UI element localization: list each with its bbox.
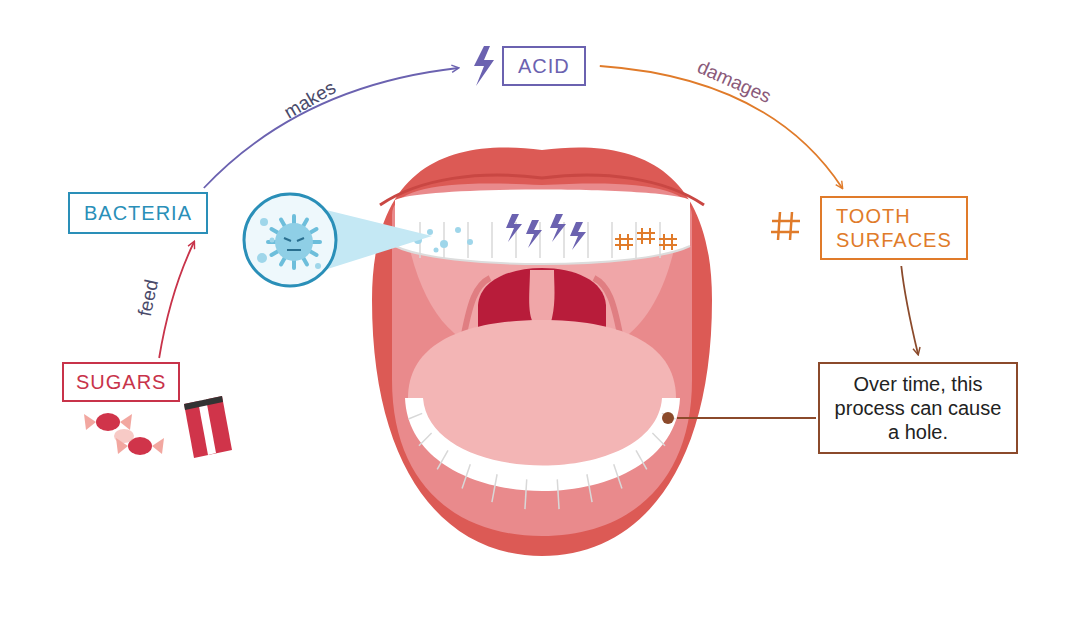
illustration-part [563, 222, 565, 258]
illustration-part [310, 229, 317, 233]
illustration-part [268, 216, 320, 268]
illustration-part [506, 214, 522, 242]
magnifier [244, 194, 432, 286]
illustration-part [659, 234, 677, 250]
illustration-part [303, 219, 307, 226]
hash-symbol [771, 212, 800, 240]
illustration-part [292, 260, 296, 268]
lips [372, 147, 712, 556]
illustration-part [557, 479, 559, 509]
node-text: Over time, this process can cause a hole… [830, 372, 1006, 444]
illustration-part [491, 222, 493, 258]
node-text: BACTERIA [84, 201, 192, 225]
illustration-part [539, 222, 541, 258]
illustration-part [637, 228, 655, 244]
illustration-part [587, 474, 592, 502]
illustration-part [408, 413, 422, 419]
illustration-part [437, 450, 448, 469]
edge-label: feed [133, 278, 162, 319]
illustration-part [271, 251, 278, 255]
illustration-part [419, 433, 432, 446]
damage-hashes [615, 228, 677, 250]
illustration-part [284, 238, 304, 241]
illustration-part [455, 227, 461, 233]
acid-box: ACID [502, 46, 586, 86]
mouth-cavity [392, 183, 692, 536]
illustration-part [526, 220, 542, 248]
illustration-part [677, 417, 816, 419]
illustration-part [652, 433, 665, 446]
illustration-part [420, 222, 660, 258]
illustration-part [662, 412, 674, 424]
cavity-hole [662, 412, 816, 424]
illustration-part [611, 222, 613, 258]
soda-can [184, 396, 232, 458]
lightning-symbol [474, 46, 494, 86]
illustration-part [184, 396, 223, 410]
illustration-part [281, 219, 285, 226]
illustration-part [270, 238, 275, 243]
sugars-box: SUGARS [62, 362, 180, 402]
illustration-part [281, 258, 285, 265]
node-text: SUGARS [76, 370, 166, 394]
illustration-part [636, 450, 647, 469]
illustration-part [771, 212, 800, 240]
illustration-part [310, 251, 317, 255]
note-box: Over time, this process can cause a hole… [818, 362, 1018, 454]
illustration-part [244, 194, 336, 286]
illustration-part [427, 229, 433, 235]
illustration-part [615, 234, 633, 250]
edge-label: makes [280, 76, 339, 123]
illustration-part [467, 239, 473, 245]
illustration-part [529, 270, 554, 329]
illustration-part [635, 222, 637, 258]
illustration-part [184, 396, 232, 458]
illustration-part [198, 399, 216, 455]
illustration-part [260, 218, 268, 226]
bacteria-box: BACTERIA [68, 192, 208, 234]
illustration-part [587, 222, 589, 258]
node-text: ACID [518, 54, 570, 78]
illustration-part [392, 183, 692, 536]
flow-arrow [159, 242, 194, 358]
illustration-part [287, 249, 301, 251]
illustration-part [114, 429, 134, 443]
illustration-part [614, 464, 622, 488]
node-text: TOOTH SURFACES [836, 204, 952, 252]
lower-teeth [405, 398, 680, 509]
illustration-part [257, 253, 267, 263]
illustration-part [550, 214, 566, 242]
illustration-part [96, 413, 120, 431]
candies [84, 413, 164, 455]
illustration-part [492, 474, 497, 502]
illustration-part [275, 223, 313, 261]
illustration-part [292, 216, 296, 224]
upper-teeth [395, 190, 690, 265]
flow-arrow [204, 68, 458, 188]
illustration-part [395, 190, 690, 265]
tooth-surfaces-box: TOOTH SURFACES [820, 196, 968, 260]
illustration-part [312, 240, 320, 244]
plaque-dots [414, 227, 473, 253]
illustration-part [474, 46, 494, 86]
illustration-part [408, 413, 675, 509]
illustration-part [525, 479, 527, 509]
illustration-part [405, 398, 680, 491]
illustration-part [303, 258, 307, 265]
illustration-part [462, 464, 470, 488]
illustration-part [440, 240, 448, 248]
illustration-part [395, 246, 690, 264]
illustration-part [315, 263, 321, 269]
illustration-part [372, 147, 712, 556]
flow-arrow [901, 266, 918, 354]
illustration-part [570, 222, 586, 250]
acid-bolts [506, 214, 586, 250]
edge-label: damages [694, 56, 774, 108]
illustration-part [271, 229, 278, 233]
illustration-part [84, 414, 132, 430]
illustration-part [434, 248, 439, 253]
